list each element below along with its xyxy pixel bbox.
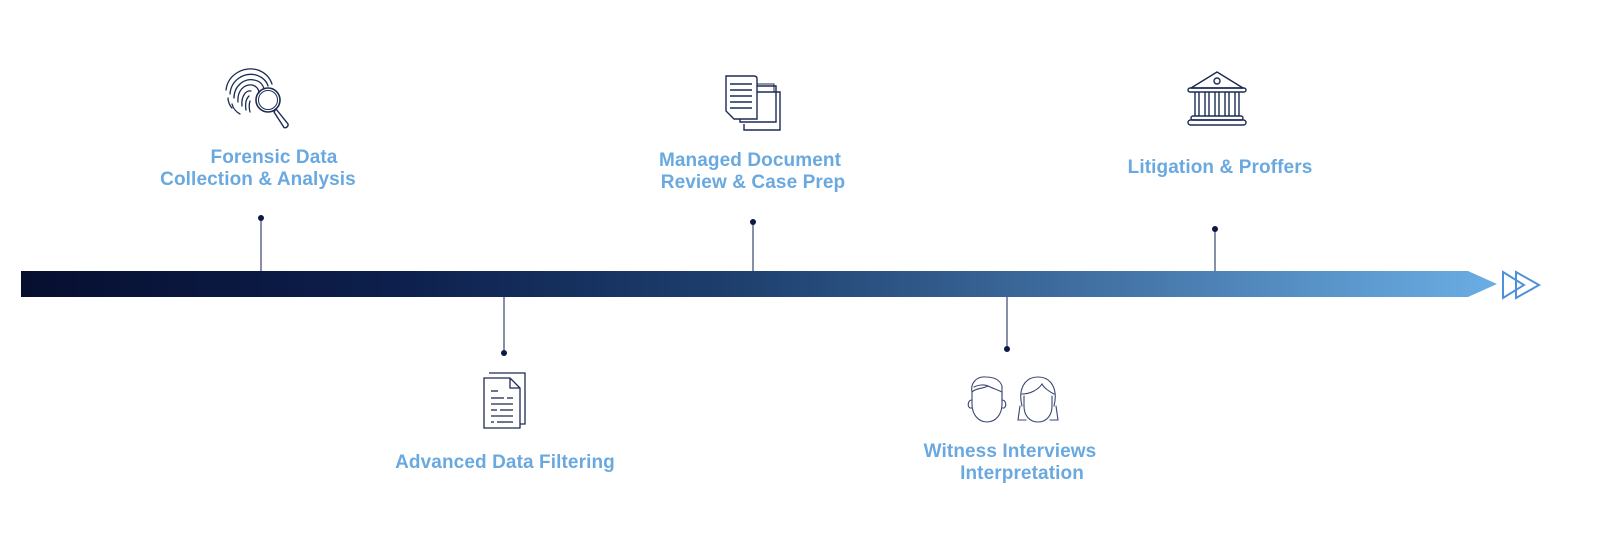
stage-label-review: Managed Document Review & Case Prep (620, 150, 880, 194)
label-line: Forensic Data (210, 147, 338, 168)
label-line: Managed Document (658, 150, 842, 171)
label-line: Litigation & Proffers (1127, 157, 1313, 178)
double-chevron-right-icon (1502, 270, 1542, 300)
connector-dot-witness (1004, 346, 1010, 352)
stage-label-litigation: Litigation & Proffers (1100, 157, 1340, 179)
document-stack-icon (482, 371, 528, 431)
two-people-faces-icon (964, 374, 1062, 426)
fingerprint-magnifier-icon (222, 64, 294, 132)
connector-dot-filtering (501, 350, 507, 356)
label-line: Collection & Analysis (160, 169, 356, 190)
timeline-arrow-bar (21, 271, 1497, 297)
connector-dot-review (750, 219, 756, 225)
label-line: Advanced Data Filtering (395, 452, 615, 473)
connector-dot-litigation (1212, 226, 1218, 232)
label-line: Review & Case Prep (660, 172, 846, 193)
label-line: Interpretation (960, 463, 1084, 484)
connector-dot-forensic (258, 215, 264, 221)
courthouse-icon (1187, 70, 1247, 128)
stage-label-forensic: Forensic Data Collection & Analysis (148, 147, 368, 191)
documents-copies-icon (724, 74, 784, 132)
stage-label-witness: Witness Interviews Interpretation (890, 441, 1130, 485)
label-line: Witness Interviews (923, 441, 1097, 462)
stage-label-filtering: Advanced Data Filtering (360, 452, 650, 474)
